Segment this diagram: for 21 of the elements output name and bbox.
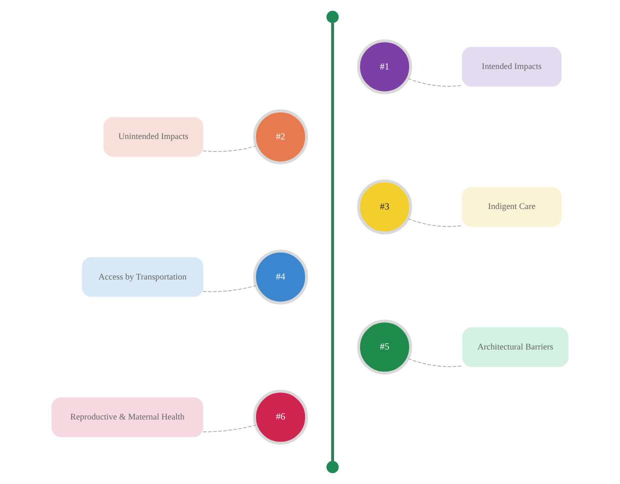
connector [202,285,256,292]
node-circle: #6 [253,390,308,445]
node-circle: #5 [357,320,412,375]
node-box: Access by Transportation [82,257,204,297]
node-box: Indigent Care [462,187,562,227]
node-box: Reproductive & Maternal Health [52,397,204,438]
connector [202,146,256,152]
node-box: Unintended Impacts [104,117,204,157]
node-circle: #3 [357,180,412,234]
connector [331,22,334,462]
connector [202,424,256,432]
node-circle [326,460,339,474]
node-circle: #2 [253,109,308,164]
node-circle [326,10,339,24]
node-circle: #1 [357,39,412,94]
connector [408,78,462,87]
node-box: Intended Impacts [462,46,562,87]
node-circle: #4 [253,250,308,304]
connector [408,358,463,368]
node-box: Architectural Barriers [462,327,568,367]
connector [408,218,462,227]
